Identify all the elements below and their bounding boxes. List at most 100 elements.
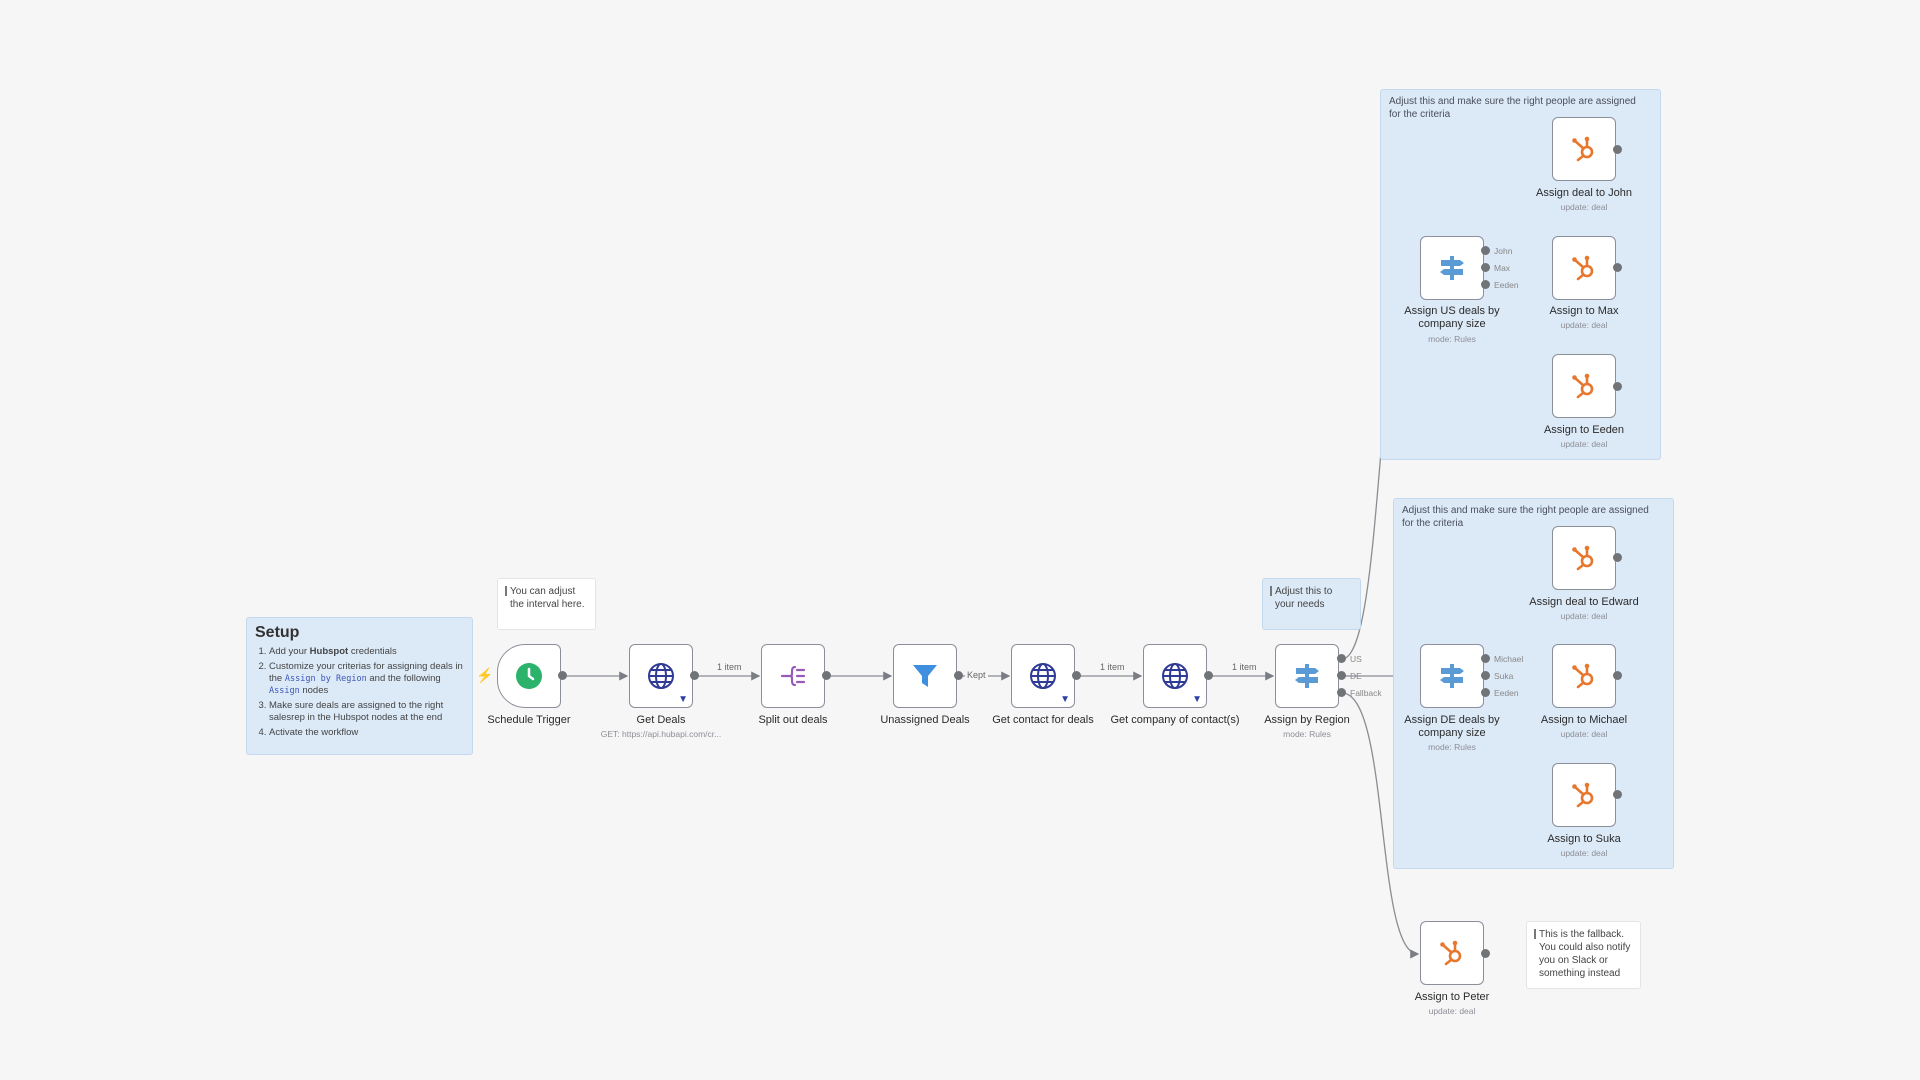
group-de-note: Adjust this and make sure the right peop… — [1402, 505, 1649, 529]
node-assign-edward[interactable] — [1552, 526, 1616, 590]
note-fallback[interactable]: This is the fallback. You could also not… — [1526, 921, 1641, 989]
edge-region-fallback — [1341, 692, 1420, 959]
edge-label-1-item: 1 item — [1230, 662, 1259, 672]
label-schedule-trigger: Schedule Trigger — [487, 714, 571, 726]
port-de-michael[interactable] — [1481, 654, 1490, 663]
hubspot-icon — [1572, 545, 1594, 571]
trigger-bolt-icon: ⚡ — [476, 667, 494, 683]
sub-assign-us-size: mode: Rules — [1428, 334, 1476, 344]
node-assign-peter[interactable] — [1420, 921, 1484, 985]
switch-icon — [1440, 664, 1464, 688]
node-get-deals[interactable]: ▼ — [629, 644, 693, 708]
globe-icon — [1030, 663, 1056, 689]
clock-icon — [516, 663, 542, 689]
sub-assign-peter: update: deal — [1428, 1006, 1476, 1016]
node-assign-max[interactable] — [1552, 236, 1616, 300]
sub-get-deals: GET: https://api.hubapi.com/cr... — [600, 729, 722, 739]
port-de-suka[interactable] — [1481, 671, 1490, 680]
pin-icon: ▼ — [1192, 694, 1202, 705]
sub-assign-de-size: mode: Rules — [1428, 742, 1476, 752]
port-label-fallback: Fallback — [1350, 688, 1382, 698]
sub-assign-edward: update: deal — [1560, 611, 1608, 621]
node-assign-by-region[interactable] — [1275, 644, 1339, 708]
setup-step-3: Make sure deals are assigned to the righ… — [269, 700, 464, 724]
node-assign-eeden-us[interactable] — [1552, 354, 1616, 418]
setup-note[interactable]: Setup Add your Hubspot credentials Custo… — [246, 617, 473, 755]
port-eeden-us-out[interactable] — [1613, 382, 1622, 391]
edge-label-1-item: 1 item — [715, 662, 744, 672]
port-schedule-out[interactable] — [558, 671, 567, 680]
node-assign-michael[interactable] — [1552, 644, 1616, 708]
port-us-john[interactable] — [1481, 246, 1490, 255]
edge-label-1-item: 1 item — [1098, 662, 1127, 672]
port-region-de[interactable] — [1337, 671, 1346, 680]
label-get-deals: Get Deals — [636, 714, 686, 726]
port-split-out[interactable] — [822, 671, 831, 680]
label-split-out-deals: Split out deals — [758, 714, 828, 726]
hubspot-icon — [1572, 782, 1594, 808]
pin-icon: ▼ — [1060, 694, 1070, 705]
note-interval[interactable]: You can adjust the interval here. — [497, 578, 596, 630]
port-region-fallback[interactable] — [1337, 688, 1346, 697]
label-unassigned-deals: Unassigned Deals — [880, 714, 970, 726]
node-assign-us-size[interactable] — [1420, 236, 1484, 300]
port-michael-out[interactable] — [1613, 671, 1622, 680]
setup-step-1: Add your Hubspot credentials — [269, 646, 464, 658]
port-region-us[interactable] — [1337, 654, 1346, 663]
port-label-eeden-us: Eeden — [1494, 280, 1519, 290]
setup-title: Setup — [255, 624, 300, 641]
port-company-out[interactable] — [1204, 671, 1213, 680]
label-assign-us-size: Assign US deals by company size — [1404, 305, 1500, 330]
port-john-out[interactable] — [1613, 145, 1622, 154]
hubspot-icon — [1572, 255, 1594, 281]
switch-icon — [1295, 664, 1319, 688]
port-getdeals-out[interactable] — [690, 671, 699, 680]
port-suka-out[interactable] — [1613, 790, 1622, 799]
node-unassigned-deals[interactable] — [893, 644, 957, 708]
setup-step-2: Customize your criterias for assigning d… — [269, 661, 464, 697]
label-assign-john: Assign deal to John — [1535, 187, 1632, 199]
port-contact-out[interactable] — [1072, 671, 1081, 680]
hubspot-icon — [1572, 373, 1594, 399]
node-split-out-deals[interactable] — [761, 644, 825, 708]
setup-steps: Add your Hubspot credentials Customize y… — [255, 646, 464, 739]
node-get-company[interactable]: ▼ — [1143, 644, 1207, 708]
sub-assign-suka: update: deal — [1560, 848, 1608, 858]
node-assign-suka[interactable] — [1552, 763, 1616, 827]
port-label-suka: Suka — [1494, 671, 1514, 681]
sub-assign-john: update: deal — [1560, 202, 1608, 212]
group-us-note: Adjust this and make sure the right peop… — [1389, 96, 1636, 120]
port-us-max[interactable] — [1481, 263, 1490, 272]
port-label-max: Max — [1494, 263, 1511, 273]
port-peter-out[interactable] — [1481, 949, 1490, 958]
port-unassigned-out[interactable] — [954, 671, 963, 680]
setup-step-4: Activate the workflow — [269, 727, 464, 739]
port-de-eeden[interactable] — [1481, 688, 1490, 697]
sub-assign-eeden-us: update: deal — [1560, 439, 1608, 449]
hubspot-icon — [1572, 136, 1594, 162]
label-assign-max: Assign to Max — [1549, 305, 1619, 317]
filter-icon — [913, 665, 937, 687]
node-assign-john[interactable] — [1552, 117, 1616, 181]
port-label-de: DE — [1350, 671, 1362, 681]
port-label-eeden-de: Eeden — [1494, 688, 1519, 698]
pin-icon: ▼ — [678, 694, 688, 705]
globe-icon — [1162, 663, 1188, 689]
port-us-eeden[interactable] — [1481, 280, 1490, 289]
label-assign-eeden-us: Assign to Eeden — [1543, 424, 1625, 436]
node-assign-de-size[interactable] — [1420, 644, 1484, 708]
label-assign-edward: Assign deal to Edward — [1529, 596, 1639, 608]
node-schedule-trigger[interactable] — [497, 644, 561, 708]
label-assign-suka: Assign to Suka — [1547, 833, 1621, 845]
port-max-out[interactable] — [1613, 263, 1622, 272]
port-edward-out[interactable] — [1613, 553, 1622, 562]
edge-label-kept: Kept — [965, 670, 988, 680]
sub-assign-michael: update: deal — [1560, 729, 1608, 739]
node-get-contact[interactable]: ▼ — [1011, 644, 1075, 708]
port-label-john: John — [1494, 246, 1513, 256]
note-region[interactable]: Adjust this to your needs — [1262, 578, 1361, 630]
hubspot-icon — [1572, 663, 1594, 689]
port-label-us: US — [1350, 654, 1362, 664]
label-get-contact: Get contact for deals — [992, 714, 1094, 726]
label-assign-peter: Assign to Peter — [1414, 991, 1490, 1003]
